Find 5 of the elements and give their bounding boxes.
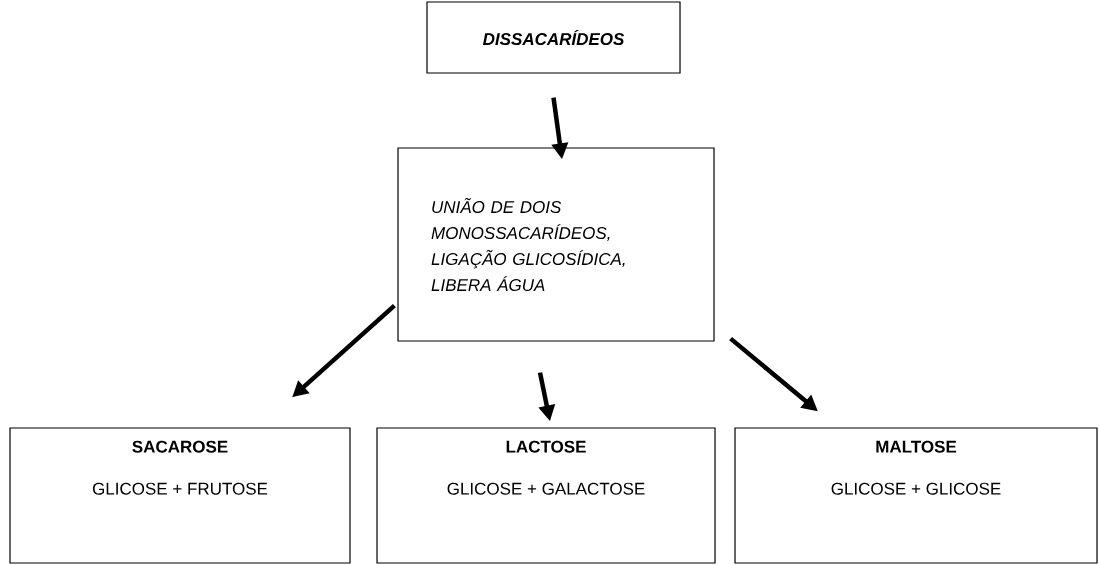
process-box: UNIÃO DE DOIS MONOSSACARÍDEOS, LIGAÇÃO GLICOSÍDICA, LIBERA ÁGUA bbox=[397, 147, 715, 342]
category-box: LACTOSE GLICOSE + GALACTOSE bbox=[376, 427, 716, 564]
category-box: MALTOSE GLICOSE + GLICOSE bbox=[734, 427, 1098, 564]
title-box: DISSACARÍDEOS bbox=[426, 1, 681, 74]
category-box: SACAROSE GLICOSE + FRUTOSE bbox=[9, 427, 351, 564]
